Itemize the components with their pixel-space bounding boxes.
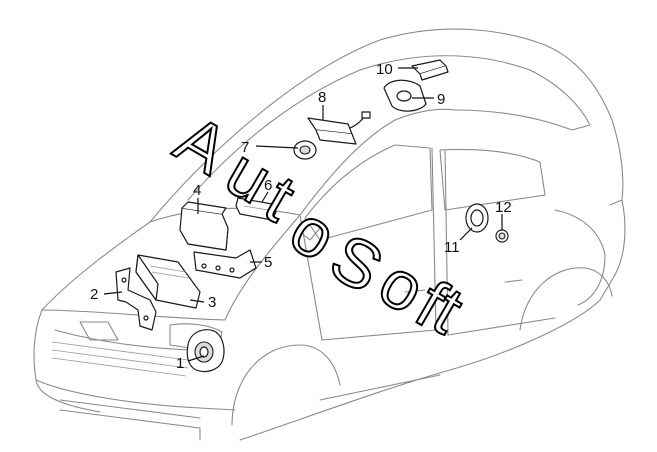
component-12-switch <box>495 229 509 243</box>
callout-10: 10 <box>376 61 393 78</box>
callout-1: 1 <box>176 355 184 372</box>
callout-11: 11 <box>444 239 460 256</box>
callout-5: 5 <box>264 254 272 271</box>
callout-3: 3 <box>208 294 216 311</box>
component-3-ecu-module <box>135 254 201 309</box>
component-11-speaker <box>465 203 489 233</box>
component-2-bracket <box>115 267 157 331</box>
car-body-outline <box>33 28 626 441</box>
component-9-roof-module <box>383 79 427 112</box>
component-7-sensor <box>293 140 317 160</box>
component-4-control-unit <box>179 201 229 251</box>
callout-2: 2 <box>90 286 98 303</box>
component-10-antenna-bracket <box>411 59 449 81</box>
callout-8: 8 <box>318 89 326 106</box>
component-5-module-bracket <box>193 249 257 279</box>
leader-lines <box>103 67 503 362</box>
callout-7: 7 <box>241 139 249 156</box>
callout-6: 6 <box>264 177 272 194</box>
callout-4: 4 <box>193 182 201 199</box>
callout-12: 12 <box>495 199 512 216</box>
component-1-horn <box>186 329 225 373</box>
callout-9: 9 <box>437 91 445 108</box>
component-6-fuse-box <box>235 197 277 221</box>
callout-labels: 1 2 3 4 5 6 7 8 9 10 11 12 <box>90 61 512 372</box>
component-8-light-harness <box>307 111 371 145</box>
